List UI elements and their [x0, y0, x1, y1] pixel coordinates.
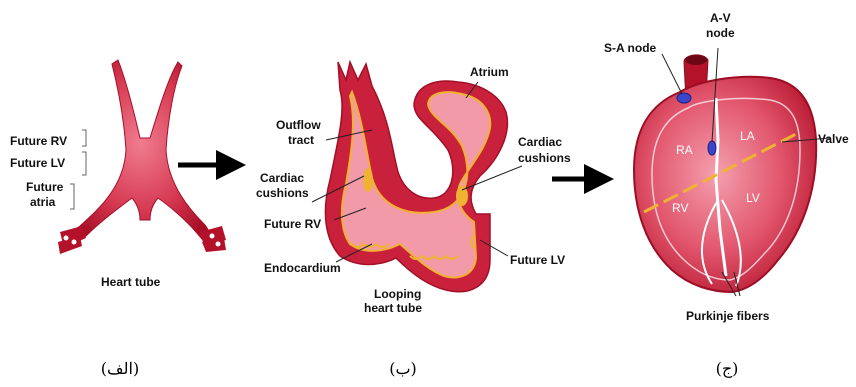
cardiac-cushion-left-shape — [363, 168, 373, 192]
label-future-rv-b: Future RV — [264, 217, 321, 231]
label-endocardium: Endocardium — [264, 261, 341, 275]
label-cushions-right-1: Cardiac — [518, 135, 562, 149]
label-av-node-1: A-V — [710, 11, 731, 25]
av-node-shape — [708, 141, 716, 155]
panel-b-looping-tube: Outflow tract Atrium Cardiac cushions Ca… — [256, 62, 571, 378]
label-outflow-2: tract — [288, 133, 314, 147]
panel-a-heart-tube: Future RV Future LV Future atria Heart t… — [10, 60, 226, 378]
label-av-node-2: node — [706, 26, 735, 40]
label-ra: RA — [676, 143, 693, 157]
caption-a: (الف) — [101, 359, 139, 378]
label-future-atria-1: Future — [26, 180, 64, 194]
label-purkinje: Purkinje fibers — [686, 309, 770, 323]
tube-end-left — [58, 226, 86, 254]
label-future-rv-a: Future RV — [10, 134, 67, 148]
label-looping-1: Looping — [374, 287, 421, 301]
cardiac-cushion-right-shape — [456, 186, 468, 206]
bracket-atria — [70, 184, 74, 209]
sa-node-shape — [677, 93, 691, 103]
bracket-rv — [82, 130, 86, 146]
heart-tube-shape — [66, 60, 215, 246]
aorta-opening — [685, 55, 707, 65]
label-lv-c: LV — [746, 191, 760, 205]
label-heart-tube: Heart tube — [101, 275, 161, 289]
label-la: LA — [740, 129, 755, 143]
label-future-lv-a: Future LV — [10, 156, 65, 170]
bracket-lv — [82, 152, 86, 175]
caption-b: (ب) — [389, 359, 417, 378]
label-looping-2: heart tube — [364, 301, 422, 315]
label-outflow-1: Outflow — [276, 118, 321, 132]
label-cushions-left-2: cushions — [256, 186, 309, 200]
label-atrium: Atrium — [470, 65, 509, 79]
panel-c-mature-heart: S-A node A-V node Valve RA LA RV LV Purk… — [604, 11, 849, 378]
label-future-lv-b: Future LV — [510, 253, 565, 267]
label-cushions-left-1: Cardiac — [260, 171, 304, 185]
label-sa-node: S-A node — [604, 41, 657, 55]
label-cushions-right-2: cushions — [518, 151, 571, 165]
label-future-atria-2: atria — [30, 195, 56, 209]
caption-c: (ج) — [716, 359, 739, 378]
label-valve: Valve — [818, 132, 849, 146]
label-rv-c: RV — [672, 201, 688, 215]
